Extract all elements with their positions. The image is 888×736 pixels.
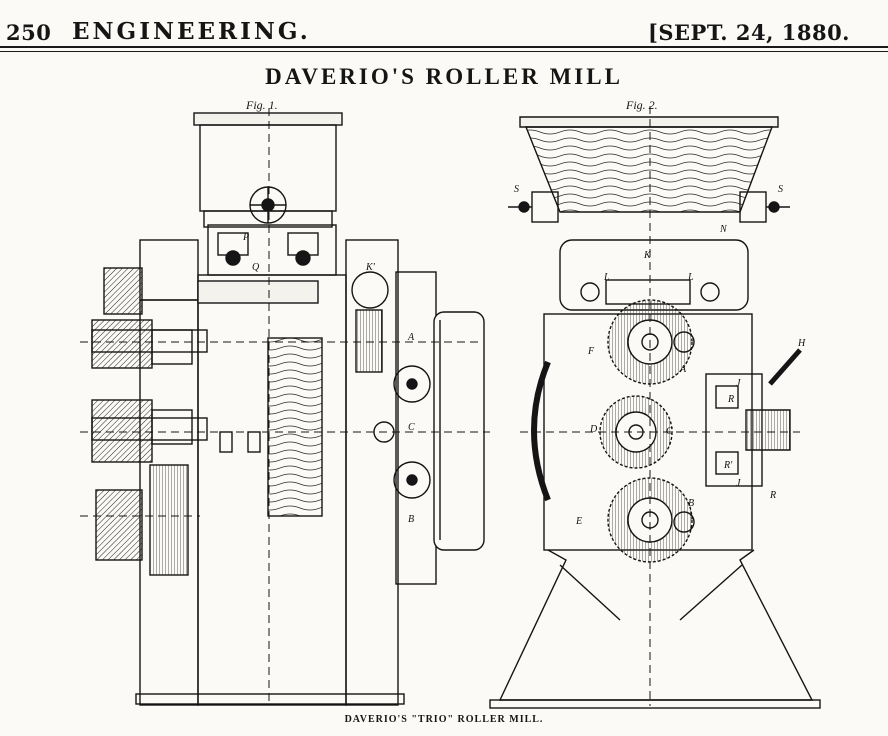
- label-j-top: J: [736, 378, 741, 389]
- label-q: Q: [252, 262, 260, 273]
- page-number: 250: [6, 20, 52, 45]
- label-h: H: [797, 338, 806, 349]
- figure-1-label: Fig. 1.: [246, 98, 278, 112]
- label-a: A: [407, 332, 415, 343]
- adjust-handwheel-upper-icon: [393, 365, 431, 403]
- label-j-bottom: J: [736, 478, 741, 489]
- label-f: F: [587, 346, 595, 357]
- header-rule-thin: [0, 51, 888, 52]
- label-c2: C: [666, 426, 673, 437]
- label-p: P: [242, 232, 249, 243]
- label-b: B: [408, 514, 414, 525]
- label-r2: R: [769, 490, 776, 501]
- label-c: C: [408, 422, 415, 433]
- figure-2-drawing: [489, 106, 821, 709]
- journal-title: ENGINEERING.: [72, 18, 311, 45]
- label-l-left: L: [603, 272, 610, 283]
- label-k: K: [643, 250, 652, 261]
- figure-caption: DAVERIO'S "TRIO" ROLLER MILL.: [344, 714, 544, 725]
- label-l-right: L: [687, 272, 694, 283]
- part-labels: P Q K' A C B K L L N S S F A D C E B H J…: [242, 184, 806, 527]
- label-s-left: S: [514, 184, 519, 195]
- adjust-handwheel-lower-icon: [393, 461, 431, 499]
- article-title: DAVERIO'S ROLLER MILL: [265, 64, 623, 89]
- label-d: D: [589, 424, 598, 435]
- label-b2: B: [688, 498, 694, 509]
- label-n: N: [719, 224, 728, 235]
- label-r: R: [727, 394, 734, 405]
- figure-1-drawing: [80, 108, 490, 706]
- issue-date: [SEPT. 24, 1880.: [647, 20, 850, 45]
- label-s-right: S: [778, 184, 783, 195]
- page-header: 250 ENGINEERING. [SEPT. 24, 1880.: [0, 0, 888, 52]
- label-r-prime: R': [723, 460, 733, 471]
- header-rule: [0, 46, 888, 48]
- label-k-prime: K': [365, 262, 376, 273]
- roll-middle-icon: [599, 395, 673, 469]
- roll-lower-icon: [607, 477, 693, 563]
- label-a2: A: [679, 364, 687, 375]
- label-e: E: [575, 516, 582, 527]
- feed-handwheel-icon: [249, 186, 287, 224]
